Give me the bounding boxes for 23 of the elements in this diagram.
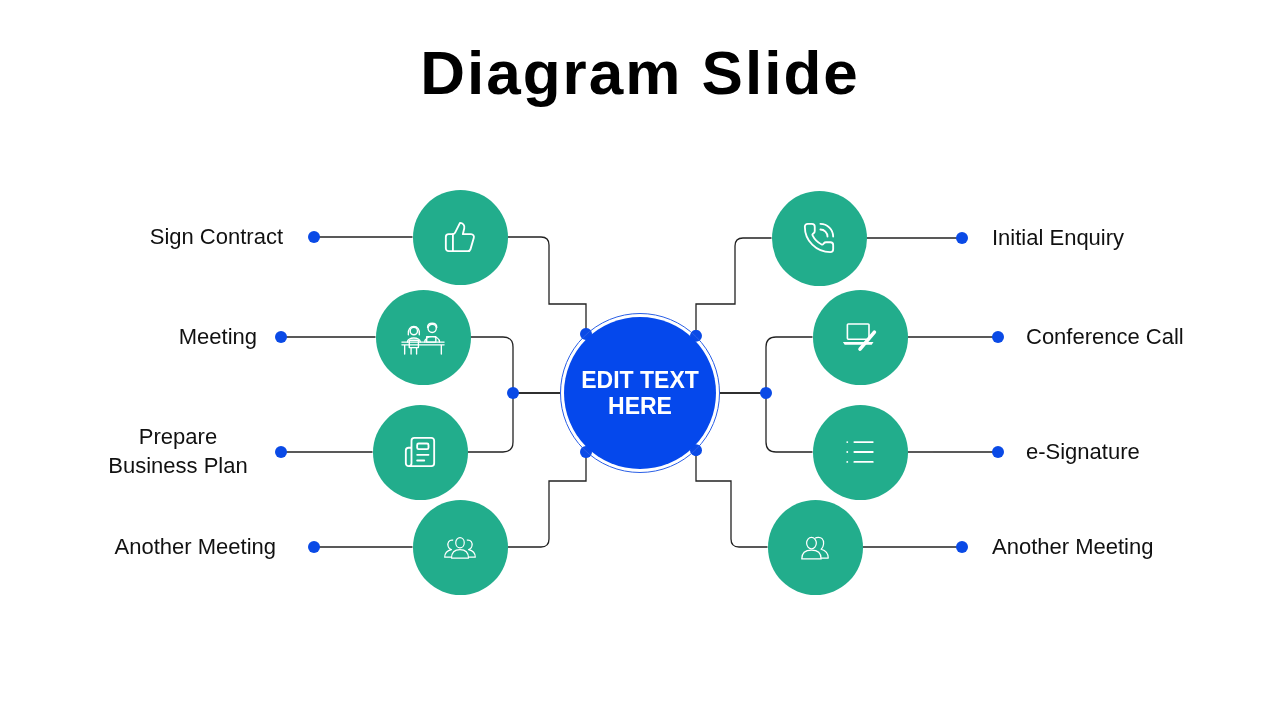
connector-line [506,446,592,548]
step-label: Another Meeting [114,532,276,561]
connector-line [719,392,814,453]
connector-line [275,331,377,343]
connector-line [308,231,414,243]
connector-line [506,236,592,340]
connector-line [906,446,1004,458]
connector-line [275,446,374,458]
connector-line [466,392,561,453]
connector-line [690,444,769,548]
connector-line [308,541,414,553]
step-label: Sign Contract [149,222,283,251]
step-label: Conference Call [1026,322,1184,351]
connector-line [865,232,968,244]
step-label: Prepare Business Plan [107,423,249,480]
connector-line [906,331,1004,343]
step-label: Another Meeting [992,532,1154,561]
center-label: EDIT TEXT HERE [580,366,700,420]
connector-line [690,237,773,342]
connector-line [861,541,968,553]
step-label: Initial Enquiry [992,223,1125,252]
step-label: Meeting [178,322,257,351]
step-label: e-Signature [1026,437,1140,466]
